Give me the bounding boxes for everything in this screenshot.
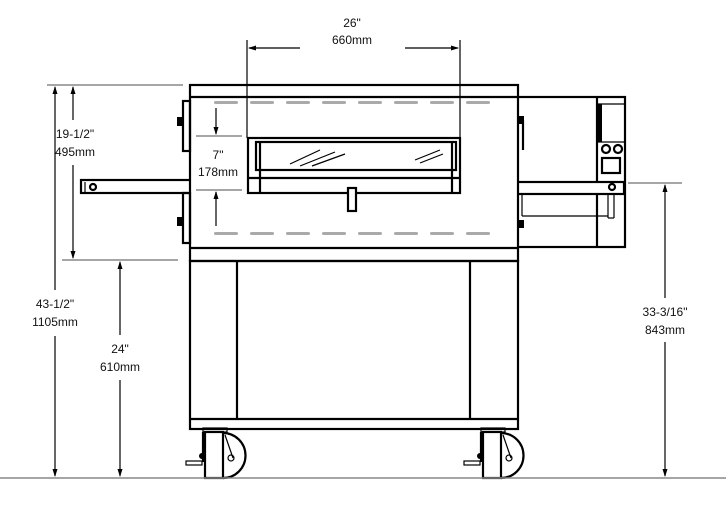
control-knob-icon	[612, 143, 624, 155]
window-dim-metric: 178mm	[198, 165, 238, 179]
caster-brake[interactable]	[185, 460, 203, 466]
width-dim-imperial: 26"	[343, 16, 361, 30]
vent-slot	[214, 101, 238, 104]
overall-height-dim-metric: 1105mm	[32, 315, 78, 329]
window-handle	[346, 186, 358, 213]
caster-wheel	[463, 427, 525, 480]
vent-slot	[250, 101, 274, 104]
caster-wheel	[185, 427, 247, 480]
vent-slot	[394, 101, 418, 104]
stand-height-dim-metric: 610mm	[100, 360, 140, 374]
vent-slots	[214, 101, 490, 235]
left-conveyor	[79, 178, 193, 195]
stand-height-dim-imperial: 24"	[111, 342, 129, 356]
vent-slot	[466, 232, 490, 235]
vent-slot	[430, 101, 454, 104]
vent-slot	[250, 232, 274, 235]
control-knob-icon	[600, 143, 612, 155]
window-dim-imperial: 7"	[213, 148, 224, 162]
width-dim-metric: 660mm	[332, 33, 372, 47]
extension-lines	[0, 40, 726, 479]
caster-brake[interactable]	[463, 460, 481, 466]
conveyor-height-dim-imperial: 33-3/16"	[643, 305, 688, 319]
oven-height-dim-metric: 495mm	[55, 145, 95, 159]
casters	[185, 427, 525, 480]
dimension-lines	[52, 45, 668, 477]
stand	[188, 259, 520, 431]
vent-slot	[322, 232, 346, 235]
overall-height-dim-imperial: 43-1/2"	[36, 297, 74, 311]
vent-slot	[286, 232, 310, 235]
control-display	[600, 156, 622, 175]
vent-slot	[358, 232, 382, 235]
oven-height-dim-imperial: 19-1/2"	[56, 127, 94, 141]
vent-slot	[394, 232, 418, 235]
conveyor-height-dim-metric: 843mm	[645, 323, 685, 337]
vent-slot	[214, 232, 238, 235]
vent-slot	[322, 101, 346, 104]
vent-slot	[430, 232, 454, 235]
vent-slot	[286, 101, 310, 104]
control-box	[515, 95, 627, 249]
right-conveyor	[515, 180, 626, 196]
oven-window	[246, 136, 462, 213]
vent-slot	[466, 101, 490, 104]
vent-slot	[358, 101, 382, 104]
